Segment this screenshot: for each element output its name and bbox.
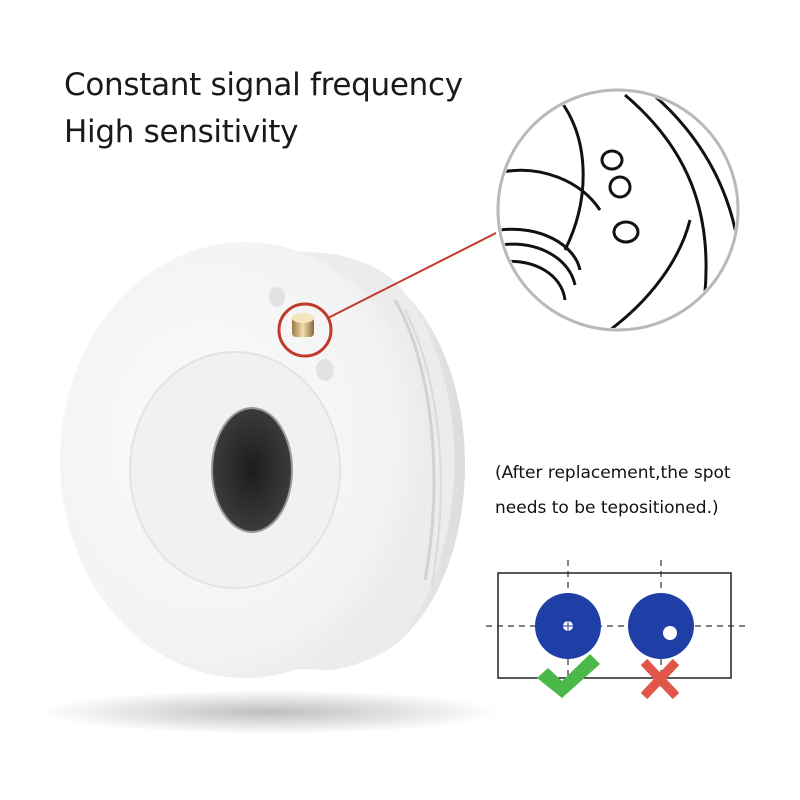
spot-alignment-diagram bbox=[486, 560, 745, 690]
face-hole-bottom bbox=[316, 359, 334, 381]
ring-groove bbox=[404, 309, 442, 586]
replacement-note-line-1: (After replacement,the spot bbox=[495, 463, 731, 483]
contact-pin-tip bbox=[292, 313, 314, 323]
ring-shadow bbox=[40, 690, 500, 734]
cross-icon bbox=[640, 658, 680, 700]
spot-offset-dot bbox=[663, 626, 677, 640]
ring-groove bbox=[393, 299, 436, 581]
ring-hole-rim bbox=[211, 407, 293, 533]
face-hole-top bbox=[269, 287, 285, 307]
ring-through-hole bbox=[212, 408, 292, 532]
magnified-detail bbox=[496, 88, 740, 332]
headline-line-1: Constant signal frequency bbox=[64, 67, 463, 103]
callout-circle bbox=[277, 302, 333, 358]
check-icon bbox=[537, 654, 600, 698]
spot-offset bbox=[628, 593, 694, 659]
replacement-note-line-2: needs to be tepositioned.) bbox=[495, 498, 719, 518]
callout-leader-line bbox=[327, 232, 497, 319]
headline-line-2: High sensitivity bbox=[64, 114, 299, 150]
